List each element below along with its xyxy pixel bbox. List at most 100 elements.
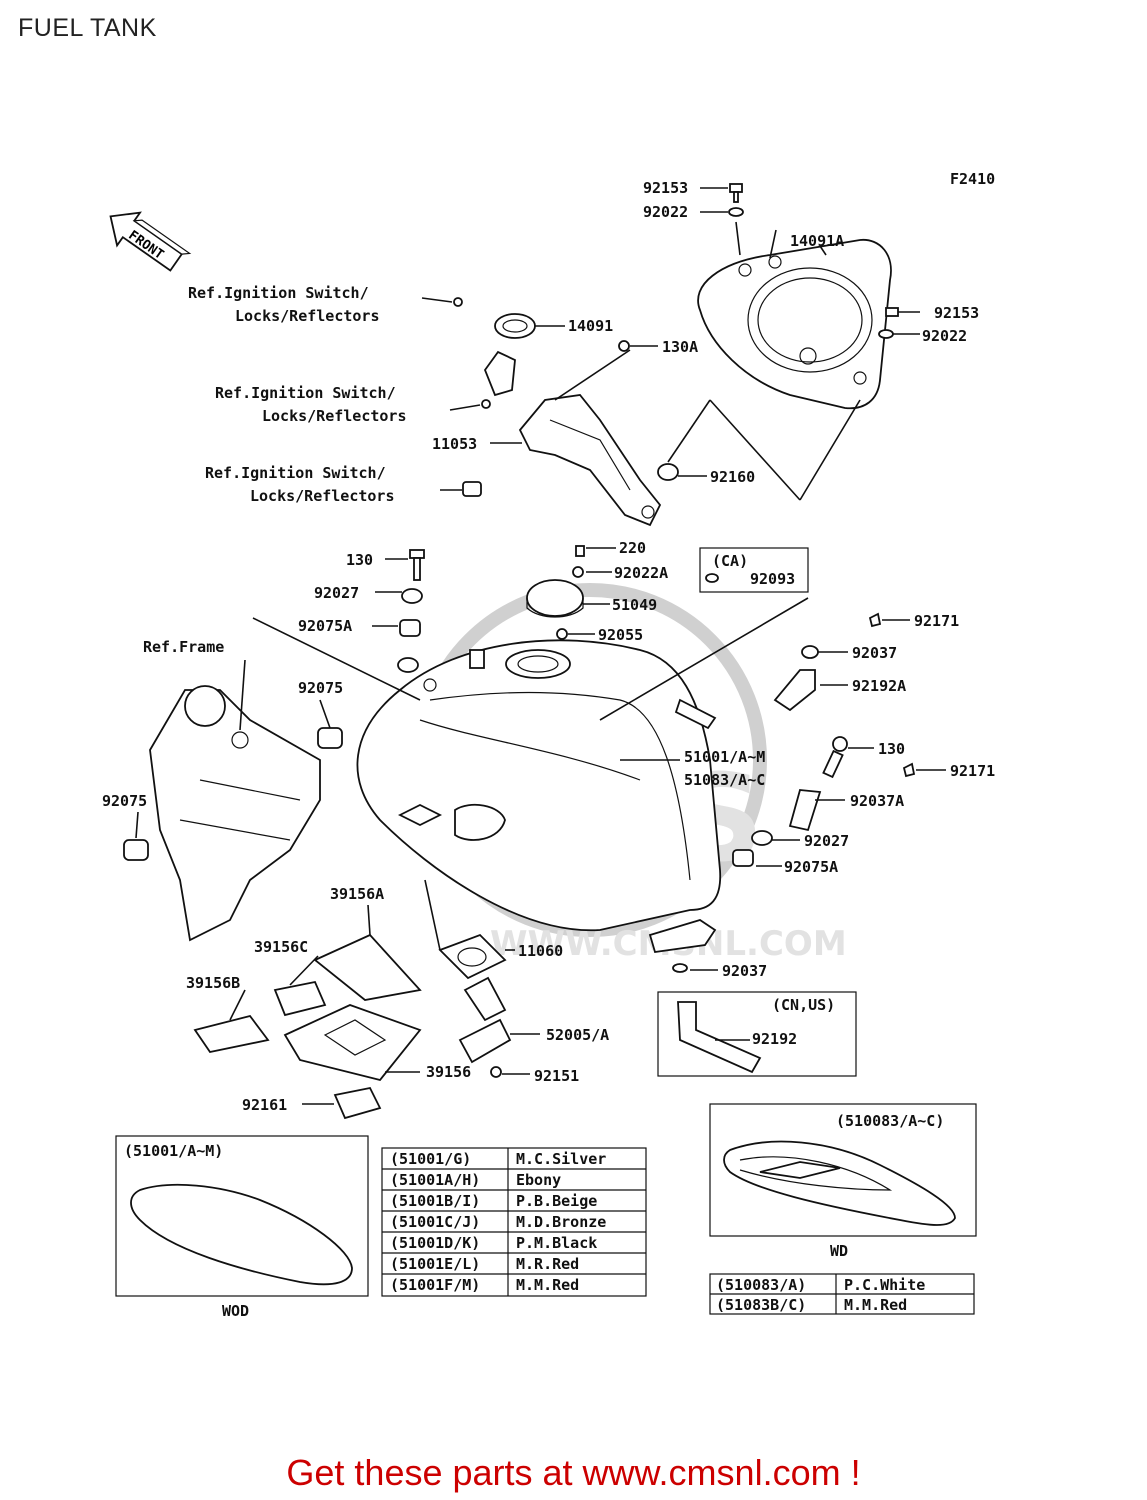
table-cell: (51001C/J) bbox=[390, 1213, 480, 1231]
clip-92171-top bbox=[868, 612, 882, 628]
figure-code: F2410 bbox=[950, 170, 995, 188]
washer-92022-right bbox=[878, 329, 894, 339]
callout: Ref.Ignition Switch/ bbox=[205, 464, 386, 482]
callout: Ref.Frame bbox=[143, 638, 224, 656]
damper-92027-right bbox=[751, 830, 773, 846]
callout: 51049 bbox=[612, 596, 657, 614]
table-cell: M.M.Red bbox=[516, 1276, 579, 1294]
tank-cover-14091a bbox=[697, 239, 892, 410]
damper-92075-lower bbox=[123, 839, 149, 861]
callout: 92153 bbox=[643, 179, 688, 197]
callout: 92037 bbox=[722, 962, 767, 980]
grommet-92160 bbox=[657, 463, 679, 481]
callout: 92161 bbox=[242, 1096, 287, 1114]
cap-ref-lower bbox=[462, 481, 482, 497]
callout: Locks/Reflectors bbox=[250, 487, 395, 505]
callout: 92022 bbox=[922, 327, 967, 345]
table-cell: (51001B/I) bbox=[390, 1192, 480, 1210]
callout: 130 bbox=[878, 740, 905, 758]
table-cell: P.B.Beige bbox=[516, 1192, 597, 1210]
bolt-130-right bbox=[822, 736, 848, 779]
inset-tank-wod: (51001/A~M) WOD bbox=[115, 1135, 369, 1320]
callout: 14091A bbox=[790, 232, 844, 250]
damper-92027-left bbox=[401, 588, 423, 604]
pad-39156b bbox=[193, 1014, 270, 1054]
callout: 14091 bbox=[568, 317, 613, 335]
callout: 92075A bbox=[784, 858, 838, 876]
table-cell: Ebony bbox=[516, 1171, 561, 1189]
callout: 92027 bbox=[314, 584, 359, 602]
table-cell: M.M.Red bbox=[844, 1296, 907, 1314]
callout: Ref.Ignition Switch/ bbox=[215, 384, 396, 402]
inset-tank-wd: (510083/A~C) WD bbox=[709, 1103, 977, 1260]
table-cell: (51001A/H) bbox=[390, 1171, 480, 1189]
washer-92022a bbox=[572, 566, 584, 578]
callout: 92022A bbox=[614, 564, 668, 582]
footer-link[interactable]: Get these parts at www.cmsnl.com ! bbox=[286, 1452, 861, 1493]
callout: 92037A bbox=[850, 792, 904, 810]
ignition-cap-14091 bbox=[494, 313, 536, 339]
callout: 39156 bbox=[426, 1063, 471, 1081]
bolt-130a bbox=[618, 340, 630, 352]
fuel-tank-51001 bbox=[356, 639, 722, 932]
washer-92055 bbox=[556, 628, 568, 640]
front-arrow-icon: FRONT bbox=[109, 211, 192, 272]
callout: 92171 bbox=[950, 762, 995, 780]
inset-left-heading: (51001/A~M) bbox=[124, 1142, 223, 1160]
gasket-11060 bbox=[438, 933, 507, 980]
callout: 92027 bbox=[804, 832, 849, 850]
callout: 92093 bbox=[750, 570, 795, 588]
hose-92037a bbox=[788, 789, 822, 832]
cn-us-box bbox=[657, 991, 857, 1077]
bolt-130-left bbox=[409, 549, 425, 581]
callout: 51083/A~C bbox=[684, 771, 765, 789]
callout: 92171 bbox=[914, 612, 959, 630]
collar-left bbox=[397, 657, 419, 673]
callout: 130A bbox=[662, 338, 698, 356]
table-cell: M.R.Red bbox=[516, 1255, 579, 1273]
bracket-11053 bbox=[518, 394, 662, 527]
inset-left-caption: WOD bbox=[222, 1302, 249, 1320]
callout: 92022 bbox=[643, 203, 688, 221]
callout: 92075A bbox=[298, 617, 352, 635]
screw-92153-top bbox=[729, 183, 743, 203]
inset-right-heading: (510083/A~C) bbox=[836, 1112, 944, 1130]
callout: 39156C bbox=[254, 938, 308, 956]
callout: 92160 bbox=[710, 468, 755, 486]
hose-92192a bbox=[674, 669, 816, 730]
table-cell: (51001F/M) bbox=[390, 1276, 480, 1294]
table-cell: (51001E/L) bbox=[390, 1255, 480, 1273]
fuel-pump-52005 bbox=[458, 976, 512, 1078]
screw-92153-right bbox=[885, 307, 899, 317]
table-cell: P.C.White bbox=[844, 1276, 925, 1294]
callout: (CN,US) bbox=[772, 996, 835, 1014]
table-cell: (51001/G) bbox=[390, 1150, 471, 1168]
table-cell: (51001D/K) bbox=[390, 1234, 480, 1252]
callout: 92037 bbox=[852, 644, 897, 662]
color-table-51083: (510083/A) P.C.White (51083B/C) M.M.Red bbox=[709, 1273, 975, 1315]
clip-92171-right bbox=[902, 762, 916, 778]
callout: 39156B bbox=[186, 974, 240, 992]
callout: 39156A bbox=[330, 885, 384, 903]
pad-39156 bbox=[283, 1004, 422, 1082]
table-cell: M.C.Silver bbox=[516, 1150, 606, 1168]
table-cell: (510083/A) bbox=[716, 1276, 806, 1294]
callout: (CA) bbox=[712, 552, 748, 570]
leader-lines bbox=[135, 187, 946, 1105]
page-title: FUEL TANK bbox=[18, 14, 157, 42]
callout: 92153 bbox=[934, 304, 979, 322]
washer-92022-top bbox=[728, 207, 744, 217]
damper-92075a-left bbox=[399, 619, 421, 637]
table-cell: (51083B/C) bbox=[716, 1296, 806, 1314]
callout: 92075 bbox=[298, 679, 343, 697]
clamp-92037-top bbox=[801, 645, 819, 659]
callout: 220 bbox=[619, 539, 646, 557]
frame-ref bbox=[149, 685, 321, 942]
callout: 51001/A~M bbox=[684, 748, 765, 766]
callout: 92055 bbox=[598, 626, 643, 644]
callout: Locks/Reflectors bbox=[235, 307, 380, 325]
pad-39156a bbox=[313, 933, 422, 1001]
tank-bracket-lower bbox=[648, 919, 717, 973]
color-table-51001: (51001/G) M.C.Silver (51001A/H) Ebony (5… bbox=[381, 1147, 647, 1297]
